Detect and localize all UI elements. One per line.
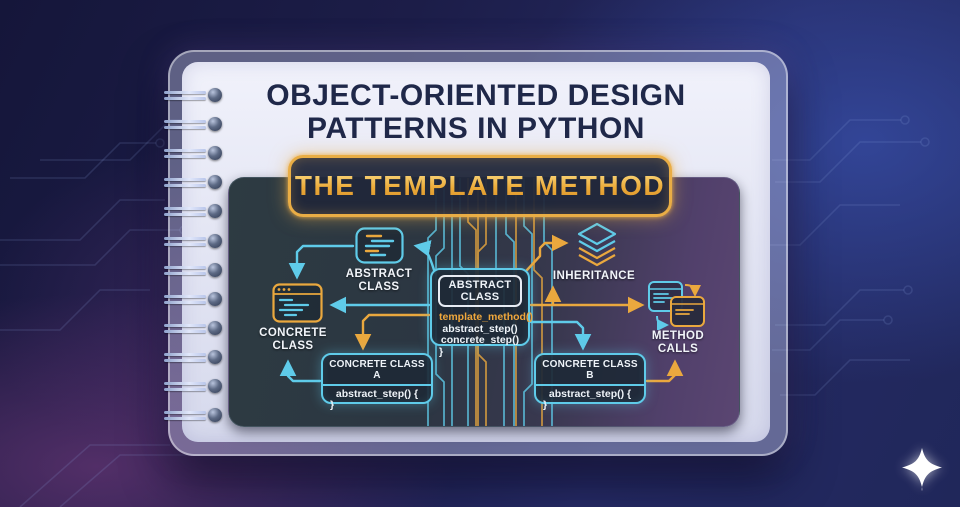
inheritance-label: INHERITANCE [552,270,636,282]
concrete-class-b-brace: } [543,399,548,411]
spiral-ring [164,349,222,365]
ring-knob [208,88,222,102]
concrete-class-a-code: abstract_step() { [335,388,419,400]
badge-label: THE TEMPLATE METHOD [294,170,666,201]
arrow-abstractbox-to-layersicon [525,234,569,272]
ring-wire [164,91,206,100]
arrow-abstractbox-to-concretea [354,313,431,351]
page-title: OBJECT-ORIENTED DESIGN PATTERNS IN PYTHO… [182,79,770,145]
spiral-ring [164,145,222,161]
arrow-abstractbox-to-concreteb [529,320,592,351]
spiral-ring [164,203,222,219]
abstract-class-box: ABSTRACT CLASS template_method() abstrac… [430,268,533,357]
spiral-ring [164,233,222,249]
spiral-ring [164,87,222,103]
diagram-panel: ABSTRACT CLASS INHERITANCE [228,177,740,427]
concrete-class-a-brace: } [330,399,335,411]
sparkle-logo-icon [902,448,942,491]
spiral-ring [164,378,222,394]
spiral-ring [164,174,222,190]
concrete-class-b-code: abstract_step() { [548,388,632,400]
title-line-2: PATTERNS IN PYTHON [307,112,645,145]
browser-window-icon [272,283,323,323]
code-closing-brace: } [439,345,444,358]
spiral-ring [164,407,222,423]
spiral-ring [164,291,222,307]
arrow-abstracticon-to-concreteicon [288,244,355,280]
concrete-class-a-title: CONCRETE CLASS A [323,355,431,386]
abstract-class-label: ABSTRACT CLASS [345,268,413,293]
code-lines-icon [355,227,404,264]
concrete-class-b-title: CONCRETE CLASS B [536,355,644,386]
arrow-concreteb-to-methodcallslabel [645,359,684,383]
code-template-method: template_method() [439,311,533,323]
template-method-badge: THE TEMPLATE METHOD [288,155,672,217]
code-concrete-step: concrete_step() [440,334,520,346]
arrow-concretea-to-concretelabel [279,359,322,383]
title-line-1: OBJECT-ORIENTED DESIGN [266,79,686,112]
code-abstract-step: abstract_step() [442,322,518,335]
spiral-ring [164,262,222,278]
spiral-ring [164,116,222,132]
stacked-cards-icon [648,281,705,330]
concrete-class-b-box: CONCRETE CLASS B abstract_step() { } [534,353,646,411]
method-calls-label: METHOD CALLS [651,330,705,355]
layers-icon [577,222,617,267]
concrete-class-label: CONCRETE CLASS [259,327,327,352]
abstract-class-box-title: ABSTRACT CLASS [438,275,522,307]
spiral-ring [164,320,222,336]
concrete-class-a-box: CONCRETE CLASS A abstract_step() { } [321,353,433,411]
abstract-class-box-code: template_method() abstract_step() concre… [432,310,533,358]
